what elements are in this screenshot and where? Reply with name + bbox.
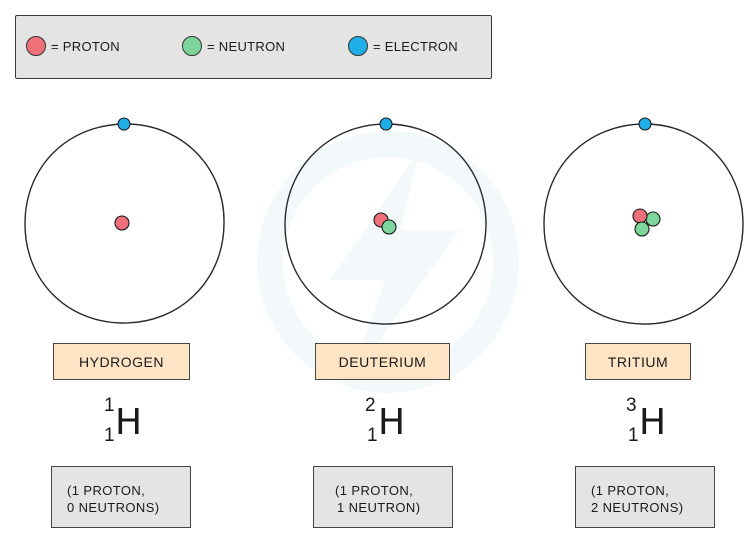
tritium-name-label: TRITIUM — [585, 343, 691, 380]
deuterium-info-line1: (1 PROTON, — [335, 483, 414, 498]
legend: = PROTON = NEUTRON = ELECTRON — [15, 15, 492, 79]
tritium-proton — [632, 208, 648, 224]
tritium-neutron — [645, 211, 661, 227]
deuterium-symbol: H — [378, 402, 406, 443]
deuterium-info-line2: 1 NEUTRON) — [337, 500, 421, 515]
tritium-atom — [543, 117, 744, 325]
deuterium-mass-number: 2 — [365, 395, 376, 416]
hydrogen-atom — [24, 117, 225, 324]
tritium-info-box: (1 PROTON, 2 NEUTRONS) — [575, 466, 715, 528]
legend-label-electron: = ELECTRON — [373, 38, 458, 54]
hydrogen-proton — [114, 215, 130, 231]
deuterium-electron-shell — [284, 123, 487, 325]
legend-item-electron: = ELECTRON — [348, 36, 458, 56]
deuterium-info-box: (1 PROTON, 1 NEUTRON) — [313, 466, 453, 528]
hydrogen-electron — [117, 117, 131, 131]
tritium-info-line1: (1 PROTON, — [591, 483, 670, 498]
deuterium-electron — [379, 117, 393, 131]
tritium-electron-shell — [543, 123, 744, 325]
proton-icon — [26, 36, 46, 56]
hydrogen-symbol: H — [115, 402, 143, 443]
watermark-logo — [257, 131, 519, 393]
hydrogen-info-line2: 0 NEUTRONS) — [67, 500, 160, 515]
legend-label-neutron: = NEUTRON — [207, 38, 286, 54]
deuterium-notation: 2 1 H — [365, 396, 425, 456]
hydrogen-info-line1: (1 PROTON, — [67, 483, 146, 498]
tritium-notation: 3 1 H — [626, 396, 686, 456]
deuterium-name-label: DEUTERIUM — [315, 343, 450, 380]
neutron-icon — [182, 36, 202, 56]
tritium-info-line2: 2 NEUTRONS) — [591, 500, 684, 515]
legend-item-neutron: = NEUTRON — [182, 36, 285, 56]
tritium-atomic-number: 1 — [628, 425, 639, 446]
deuterium-neutron — [381, 219, 397, 235]
tritium-electron — [638, 117, 652, 131]
deuterium-atom — [284, 117, 487, 325]
tritium-symbol: H — [639, 402, 667, 443]
legend-label-proton: = PROTON — [51, 38, 120, 54]
hydrogen-info-box: (1 PROTON, 0 NEUTRONS) — [51, 466, 191, 528]
legend-item-proton: = PROTON — [26, 36, 120, 56]
tritium-neutron — [634, 221, 650, 237]
deuterium-atomic-number: 1 — [367, 425, 378, 446]
hydrogen-atomic-number: 1 — [104, 425, 115, 446]
hydrogen-mass-number: 1 — [104, 395, 115, 416]
hydrogen-notation: 1 1 H — [104, 396, 164, 456]
tritium-mass-number: 3 — [626, 395, 637, 416]
hydrogen-name-label: HYDROGEN — [53, 343, 190, 380]
electron-icon — [348, 36, 368, 56]
hydrogen-electron-shell — [24, 123, 225, 324]
